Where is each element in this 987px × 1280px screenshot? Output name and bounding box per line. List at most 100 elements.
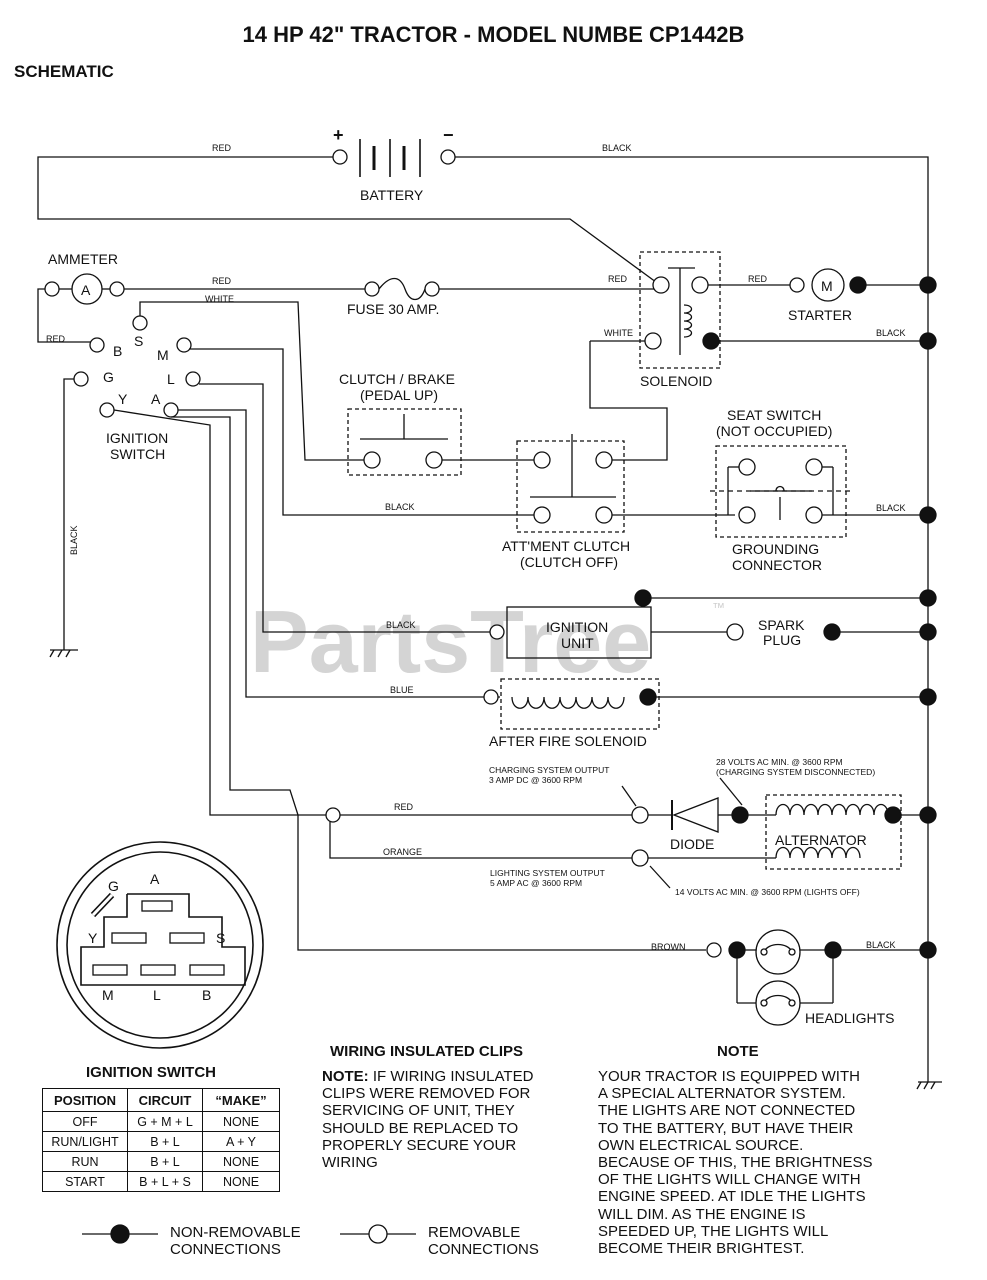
table-header: CIRCUIT xyxy=(127,1088,203,1112)
ignition-switch-label-1: IGNITION xyxy=(106,430,168,446)
ground-symbol-right xyxy=(916,1081,942,1090)
clips-note: NOTE: IF WIRING INSULATED CLIPS WERE REM… xyxy=(322,1068,582,1171)
note-line: BECAUSE OF THIS, THE BRIGHTNESS xyxy=(598,1154,873,1172)
ground-bus xyxy=(919,276,937,959)
alternator-label: ALTERNATOR xyxy=(775,832,867,848)
battery-negative: − xyxy=(443,125,454,145)
clips-note-line: SERVICING OF UNIT, THEY xyxy=(322,1102,515,1120)
face-terminal-S: S xyxy=(216,930,225,946)
table-cell: B + L xyxy=(127,1131,203,1152)
wire-label-red-battery: RED xyxy=(212,143,232,153)
terminal-Y: Y xyxy=(118,391,128,407)
note-line: OWN ELECTRICAL SOURCE. xyxy=(598,1136,804,1154)
after-fire-label: AFTER FIRE SOLENOID xyxy=(489,733,647,749)
volts28-1: 28 VOLTS AC MIN. @ 3600 RPM xyxy=(716,757,843,767)
note-line: SPEEDED UP, THE LIGHTS WILL xyxy=(598,1222,829,1240)
legend-line: NON-REMOVABLE xyxy=(170,1224,301,1241)
table-header: POSITION xyxy=(42,1088,128,1112)
wire-label-black-solenoid: BLACK xyxy=(876,328,906,338)
clips-note-line: PROPERLY SECURE YOUR xyxy=(322,1136,517,1154)
legend-line: CONNECTIONS xyxy=(170,1241,281,1258)
face-terminal-M: M xyxy=(102,987,114,1003)
legend-line: REMOVABLE xyxy=(428,1224,521,1241)
spark-plug-label-2: PLUG xyxy=(763,632,801,648)
clips-heading: WIRING INSULATED CLIPS xyxy=(330,1043,524,1060)
terminal-G: G xyxy=(103,369,114,385)
watermark-trademark: ™ xyxy=(712,600,725,615)
lighting-output-1: LIGHTING SYSTEM OUTPUT xyxy=(490,868,605,878)
face-terminal-Y: Y xyxy=(88,930,98,946)
wire-label-blue: BLUE xyxy=(390,685,414,695)
grounding-label-2: CONNECTOR xyxy=(732,557,822,573)
table-cell: NONE xyxy=(202,1151,280,1172)
clips-note-label: NOTE: xyxy=(322,1068,369,1085)
note-line: TO THE BATTERY, BUT HAVE THEIR xyxy=(598,1119,854,1137)
clips-note-line: WIRING xyxy=(322,1154,378,1172)
terminal-B: B xyxy=(113,343,122,359)
note-line: THE LIGHTS ARE NOT CONNECTED xyxy=(598,1102,856,1120)
legend-removable: REMOVABLE CONNECTIONS xyxy=(428,1224,539,1258)
fuse-label: FUSE 30 AMP. xyxy=(347,301,439,317)
clutch-brake-switch: CLUTCH / BRAKE (PEDAL UP) xyxy=(339,371,534,476)
note-line: OF THE LIGHTS WILL CHANGE WITH xyxy=(598,1171,861,1189)
battery: + − BATTERY RED BLACK xyxy=(37,125,929,1082)
volts28-2: (CHARGING SYSTEM DISCONNECTED) xyxy=(716,767,875,777)
wire-label-white-ignition: WHITE xyxy=(205,294,234,304)
clutch-brake-label-2: (PEDAL UP) xyxy=(360,387,438,403)
wire-label-red-fuse: RED xyxy=(212,276,232,286)
face-terminal-G: G xyxy=(108,878,119,894)
table-cell: NONE xyxy=(202,1111,280,1132)
wire-label-white-solenoid: WHITE xyxy=(604,328,633,338)
volts14: 14 VOLTS AC MIN. @ 3600 RPM (LIGHTS OFF) xyxy=(675,887,860,897)
attachment-clutch-switch: ATT'MENT CLUTCH (CLUTCH OFF) xyxy=(502,434,735,570)
wire-label-red-charging: RED xyxy=(394,802,414,812)
table-row: START B + L + S NONE xyxy=(42,1171,280,1192)
table-cell: OFF xyxy=(42,1111,128,1132)
table-cell: A + Y xyxy=(202,1131,280,1152)
table-row: RUN/LIGHT B + L A + Y xyxy=(42,1131,280,1152)
wire-label-black-seat: BLACK xyxy=(876,503,906,513)
terminal-L: L xyxy=(167,371,175,387)
wire-label-red-solenoid: RED xyxy=(608,274,628,284)
clips-note-text: IF WIRING INSULATED xyxy=(368,1068,534,1085)
legend-symbols xyxy=(82,1224,416,1244)
wire-label-brown: BROWN xyxy=(651,942,686,952)
starter: M STARTER RED xyxy=(708,268,920,323)
ignition-unit-label-1: IGNITION xyxy=(546,619,608,635)
attachment-clutch-label-1: ATT'MENT CLUTCH xyxy=(502,538,630,554)
face-terminal-B: B xyxy=(202,987,211,1003)
starter-symbol: M xyxy=(821,278,833,294)
terminal-S: S xyxy=(134,333,143,349)
table-header-row: POSITION CIRCUIT “MAKE” xyxy=(42,1088,280,1112)
clips-note-line: NOTE: IF WIRING INSULATED xyxy=(322,1068,582,1085)
clips-note-line: CLIPS WERE REMOVED FOR xyxy=(322,1085,531,1103)
wire-label-red-starter: RED xyxy=(748,274,768,284)
ammeter-symbol: A xyxy=(81,282,91,298)
fuse-30-amp: FUSE 30 AMP. RED RED xyxy=(124,274,654,317)
ammeter-label: AMMETER xyxy=(48,251,118,267)
ammeter: A AMMETER RED xyxy=(37,251,125,344)
grounding-label-1: GROUNDING xyxy=(732,541,819,557)
ignition-unit: IGNITION UNIT SPARK PLUG xyxy=(489,589,920,659)
table-header: “MAKE” xyxy=(202,1088,280,1112)
clips-note-line: SHOULD BE REPLACED TO xyxy=(322,1119,519,1137)
terminal-A: A xyxy=(151,391,161,407)
diode-label: DIODE xyxy=(670,836,714,852)
face-terminal-L: L xyxy=(153,987,161,1003)
seat-switch-label-1: SEAT SWITCH xyxy=(727,407,821,423)
seat-switch-label-2: (NOT OCCUPIED) xyxy=(716,423,832,439)
attachment-clutch-label-2: (CLUTCH OFF) xyxy=(520,554,618,570)
ignition-table-heading: IGNITION SWITCH xyxy=(86,1064,216,1081)
wire-label-black-battery: BLACK xyxy=(602,143,632,153)
charging-output-2: 3 AMP DC @ 3600 RPM xyxy=(489,775,582,785)
spark-plug-label-1: SPARK xyxy=(758,617,805,633)
diagram-title: 14 HP 42" TRACTOR - MODEL NUMBE CP1442B xyxy=(242,22,745,47)
headlights-label: HEADLIGHTS xyxy=(805,1010,894,1026)
wire-label-red-ammeter: RED xyxy=(46,334,66,344)
note-line: BECOME THEIR BRIGHTEST. xyxy=(598,1240,805,1258)
legend-line: CONNECTIONS xyxy=(428,1241,539,1258)
ignition-switch-table: POSITION CIRCUIT “MAKE” OFF G + M + L NO… xyxy=(42,1088,280,1192)
lighting-output-2: 5 AMP AC @ 3600 RPM xyxy=(490,878,582,888)
seat-switch: BLACK SEAT SWITCH (NOT OCCUPIED) GROUNDI… xyxy=(710,407,920,573)
table-row: OFF G + M + L NONE xyxy=(42,1111,280,1132)
